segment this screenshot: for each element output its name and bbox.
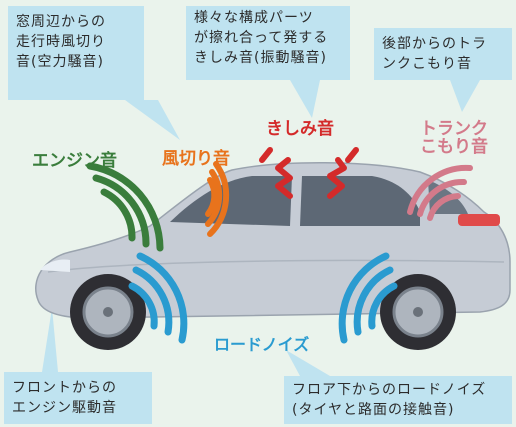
callout-engine-front-line-1: フロントからの bbox=[12, 380, 117, 396]
label-trunk-noise-line-2: こもり音 bbox=[420, 137, 488, 157]
callout-pointer-engine-front bbox=[42, 308, 58, 372]
wind-sound-waves bbox=[205, 161, 230, 237]
road-noise-waves bbox=[128, 252, 398, 344]
trunk-wave-1 bbox=[427, 193, 461, 221]
callout-pointer-window-wind bbox=[125, 100, 180, 140]
creak-zigzag-rear bbox=[327, 157, 347, 199]
label-wind-noise: 風切り音 bbox=[162, 149, 230, 169]
engine-wave-1 bbox=[100, 188, 136, 242]
wind-wave-1 bbox=[205, 177, 218, 217]
label-engine-noise: エンジン音 bbox=[32, 151, 117, 171]
creak-arrowhead-rear bbox=[345, 147, 359, 163]
label-creak-noise: きしみ音 bbox=[266, 119, 334, 139]
engine-sound-waves bbox=[86, 162, 164, 252]
road-wave-front-2 bbox=[132, 266, 173, 336]
callout-road-floor: フロア下からのロードノイズ (タイヤと路面の接触音) bbox=[284, 376, 512, 424]
callout-creak-line-3: きしみ音(振動騒音) bbox=[194, 50, 327, 66]
callout-trunk-line-2: ンクこもり音 bbox=[382, 56, 472, 72]
road-wave-rear-1 bbox=[368, 282, 398, 330]
creak-zigzags bbox=[259, 147, 359, 199]
trunk-wave-2 bbox=[417, 178, 467, 217]
creak-zigzag-front bbox=[275, 157, 293, 199]
road-wave-rear-3 bbox=[338, 252, 390, 344]
callout-window-wind-line-2: 走行時風切り bbox=[16, 34, 106, 50]
rear-hub bbox=[413, 307, 423, 317]
road-wave-front-3 bbox=[136, 252, 188, 344]
car-body-line bbox=[47, 259, 505, 273]
callout-window-wind-line-3: 音(空力騒音) bbox=[16, 54, 104, 70]
callout-window-wind: 窓周辺からの 走行時風切り 音(空力騒音) bbox=[8, 6, 144, 100]
trunk-wave-3 bbox=[407, 164, 473, 215]
callout-creak-line-1: 様々な構成パーツ bbox=[194, 10, 314, 26]
front-hub bbox=[103, 307, 113, 317]
callout-engine-front: フロントからの エンジン駆動音 bbox=[4, 372, 152, 424]
label-trunk-noise-line-1: トランク bbox=[420, 119, 488, 139]
wind-wave-2 bbox=[205, 169, 223, 227]
label-trunk-noise: トランク こもり音 bbox=[420, 120, 488, 156]
callout-creak: 様々な構成パーツ が擦れ合って発する きしみ音(振動騒音) bbox=[186, 6, 350, 80]
wind-wave-3 bbox=[207, 161, 230, 237]
trunk-sound-waves bbox=[407, 164, 473, 221]
callout-engine-front-line-2: エンジン駆動音 bbox=[12, 400, 117, 416]
callout-window-wind-line-1: 窓周辺からの bbox=[16, 14, 106, 30]
callout-pointer-road-floor bbox=[286, 350, 330, 376]
callout-pointer-trunk bbox=[450, 80, 480, 112]
headlight bbox=[40, 259, 70, 272]
callout-trunk-line-1: 後部からのトラ bbox=[382, 36, 487, 52]
front-window bbox=[170, 176, 292, 226]
rear-window bbox=[300, 176, 420, 226]
callout-trunk: 後部からのトラ ンクこもり音 bbox=[374, 28, 512, 80]
callout-road-floor-line-2: (タイヤと路面の接触音) bbox=[292, 402, 455, 418]
road-wave-rear-2 bbox=[353, 266, 394, 336]
road-wave-front-1 bbox=[128, 282, 158, 330]
callout-road-floor-line-1: フロア下からのロードノイズ bbox=[292, 382, 487, 398]
callout-pointer-creak bbox=[290, 80, 320, 118]
tail-light bbox=[458, 214, 500, 226]
label-road-noise: ロードノイズ bbox=[214, 335, 310, 354]
callout-creak-line-2: が擦れ合って発する bbox=[194, 30, 329, 46]
creak-arrowhead-front bbox=[259, 147, 273, 163]
engine-wave-2 bbox=[92, 174, 150, 248]
engine-wave-3 bbox=[86, 162, 164, 252]
